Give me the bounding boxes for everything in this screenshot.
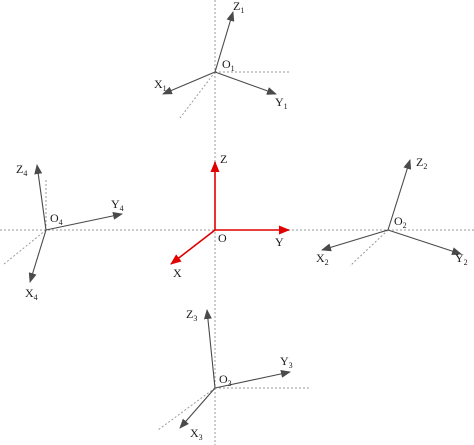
central-x-label: X [173,266,182,280]
frame-4-x-label: X4 [25,286,38,302]
frame-1-origin-label: O1 [222,57,235,73]
frame-3-x-label: X3 [190,426,203,442]
frame-4-diagonal-guide [3,229,47,265]
frame-3: Z3 Y3 X3 O3 [157,307,310,442]
frame-2-z-label: Z2 [416,155,427,171]
frame-2: Z2 Y2 X2 O2 [316,155,468,267]
frame-1-x-axis [162,71,216,95]
frame-1-y-axis [214,71,277,95]
frame-2-y-label: Y2 [455,251,468,267]
frame-3-diagonal-guide [157,387,216,431]
frame-2-x-axis [321,229,389,252]
frame-3-z-axis [203,309,216,389]
frame-2-origin-label: O2 [394,214,407,230]
frame-4: Z4 Y4 X4 O4 [3,162,124,302]
frame-1: Z1 Y1 X1 O1 [154,0,290,119]
frame-2-x-label: X2 [316,251,329,267]
frame-4-y-axis [45,211,123,231]
frame-4-x-axis [28,229,47,283]
central-frame: Z Y X O [170,152,290,280]
frame-4-z-axis [34,164,47,231]
frame-3-y-label: Y3 [280,354,293,370]
frame-1-y-label: Y1 [275,95,288,111]
frame-1-z-axis [214,11,235,73]
frame-4-origin-label: O4 [50,211,63,227]
frame-1-diagonal-guide [179,71,216,119]
central-x-axis [170,229,216,265]
central-z-label: Z [220,152,227,166]
frame-3-z-label: Z3 [186,307,197,323]
frame-4-z-label: Z4 [16,162,27,178]
frame-2-z-axis [387,159,412,231]
frame-3-x-axis [179,387,216,429]
frame-2-diagonal-guide [349,229,389,267]
central-origin-label: O [218,231,227,245]
frame-2-y-axis [387,229,462,255]
frame-4-y-label: Y4 [111,197,124,213]
central-y-label: Y [275,235,284,249]
frame-3-origin-label: O3 [219,372,232,388]
frame-3-y-axis [214,369,291,389]
frame-1-z-label: Z1 [233,0,244,15]
frame-1-x-label: X1 [154,77,167,93]
